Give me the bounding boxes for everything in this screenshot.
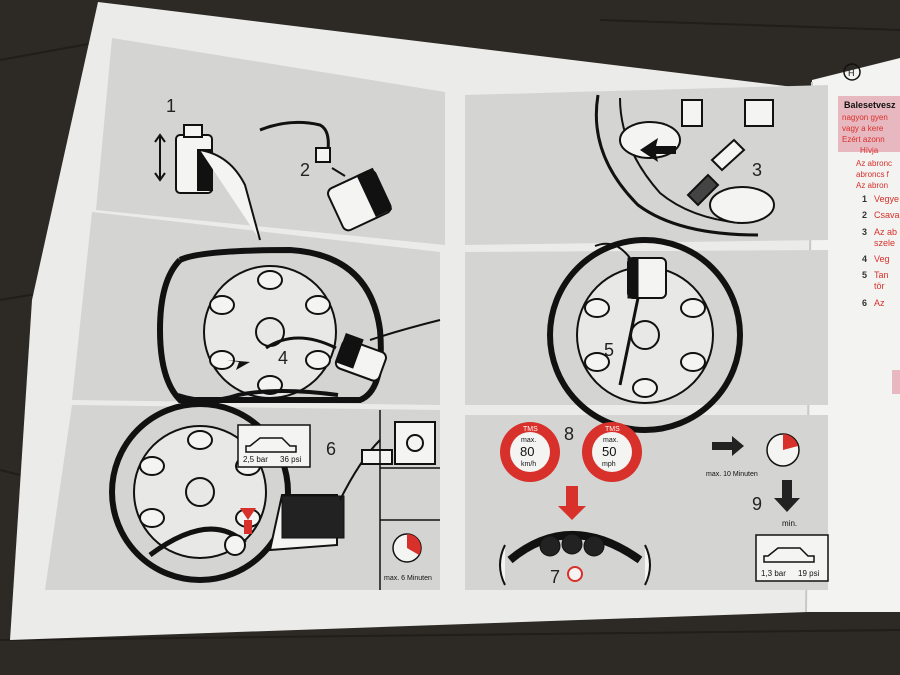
warning-box: [838, 96, 900, 152]
red-arrow-up: [240, 508, 256, 534]
list-text: szele: [874, 238, 895, 248]
sign-unit: km/h: [521, 461, 536, 468]
illustration-step-1: [154, 124, 261, 241]
sign-max: max.: [603, 437, 618, 444]
sign-unit: mph: [602, 461, 616, 468]
pressure-box-high: 2,5 bar 36 psi: [237, 424, 311, 468]
list-num: 3: [862, 227, 867, 237]
sign-max: max.: [521, 437, 536, 444]
language-badge-text: H: [848, 68, 855, 78]
pressure-psi: 36 psi: [280, 455, 302, 464]
sign-value: 80: [520, 444, 534, 459]
side-list: 1 Vegye 2 Csava 3 Az ab szele 4 Veg 5 Ta…: [862, 194, 900, 308]
step-number-9: 9: [752, 494, 762, 514]
list-text: Vegye: [874, 194, 899, 204]
min-label: min.: [782, 519, 797, 528]
list-text: Az ab: [874, 227, 897, 237]
red-arrow-down: [558, 486, 586, 520]
sign-value: 50: [602, 444, 616, 459]
wood-grain: [0, 19, 900, 641]
step-number-6: 6: [326, 439, 336, 459]
step-number-5: 5: [604, 340, 614, 360]
step-number-4: 4: [278, 348, 288, 368]
side-line: vagy a kere: [842, 124, 884, 133]
illustration-step-2: [259, 120, 393, 232]
timer-6-min: max. 6 Minuten: [384, 533, 432, 582]
step-number-8: 8: [564, 424, 574, 444]
sign-brand: TMS: [605, 426, 620, 433]
side-page: [805, 58, 900, 612]
pressure-bar: 2,5 bar: [243, 455, 268, 464]
step-number-3: 3: [752, 160, 762, 180]
illustration-step-3: [594, 94, 775, 237]
list-text: Csava: [874, 210, 900, 220]
side-line: Hívja: [860, 146, 879, 155]
pressure-psi: 19 psi: [798, 569, 820, 578]
step-number-7: 7: [550, 567, 560, 587]
step-number-2: 2: [300, 160, 310, 180]
side-para: abroncs f: [856, 170, 890, 179]
list-num: 6: [862, 298, 867, 308]
side-line: Ezért azonn: [842, 135, 885, 144]
illustration-step-6: [109, 401, 436, 583]
timer-10-min: max. 10 Minuten: [706, 433, 800, 478]
list-num: 2: [862, 210, 867, 220]
speed-sign-80: TMS max. 80 km/h: [500, 422, 560, 482]
arrow-right: [712, 436, 744, 456]
list-num: 4: [862, 254, 867, 264]
list-text: Az: [874, 298, 885, 308]
side-para: Az abron: [856, 181, 888, 190]
language-badge: [843, 63, 861, 81]
timer-10-label: max. 10 Minuten: [706, 471, 758, 478]
speed-sign-50: TMS max. 50 mph: [582, 422, 642, 482]
arrow-down: [774, 480, 800, 512]
pressure-bar: 1,3 bar: [761, 569, 786, 578]
list-text: Veg: [874, 254, 890, 264]
steering-wheel: [499, 531, 651, 586]
illustration-step-4: [156, 246, 441, 403]
pink-marker: [892, 370, 900, 394]
illustration-step-5: [547, 237, 743, 433]
step-number-1: 1: [166, 96, 176, 116]
sign-brand: TMS: [523, 426, 538, 433]
side-para: Az abronc: [856, 159, 892, 168]
pressure-box-low: 1,3 bar 19 psi: [755, 534, 829, 582]
car-icon: [763, 547, 815, 563]
side-heading: Balesetvesz: [844, 100, 896, 110]
car-icon: [245, 437, 297, 453]
side-line: nagyon gyen: [842, 113, 888, 122]
list-text: Tan: [874, 270, 889, 280]
list-num: 5: [862, 270, 867, 280]
timer-6-label: max. 6 Minuten: [384, 575, 432, 582]
list-num: 1: [862, 194, 867, 204]
list-text: tör: [874, 281, 885, 291]
